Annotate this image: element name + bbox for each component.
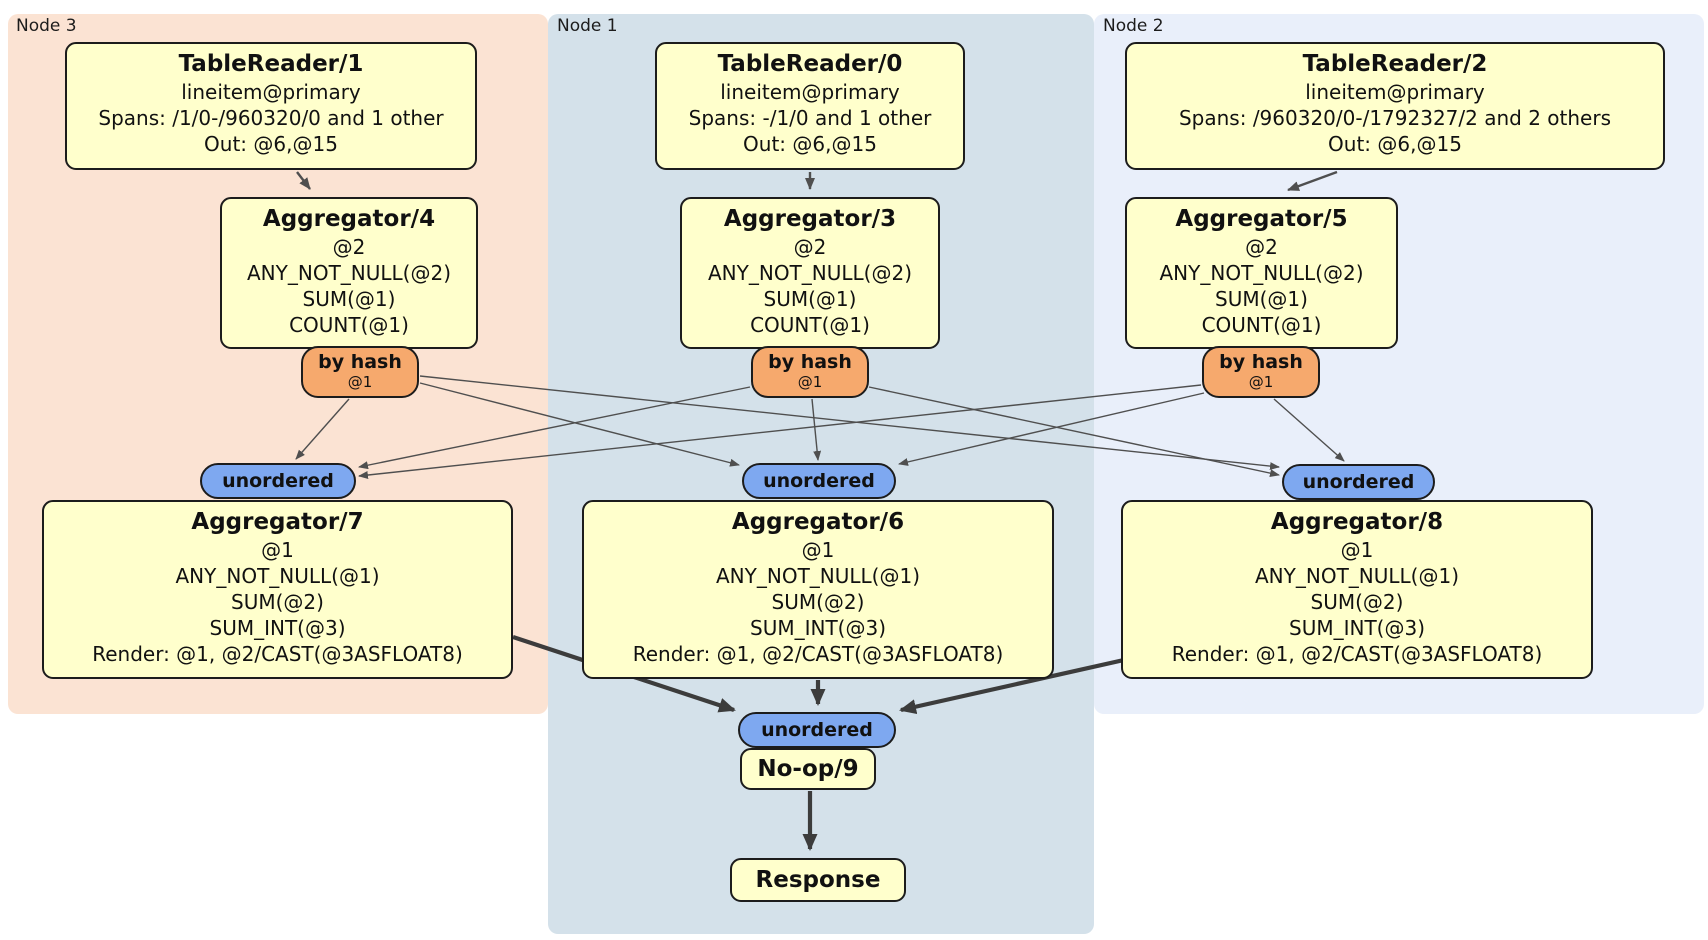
unordered-label: unordered (763, 470, 875, 492)
tablereader-0-spans: Spans: -/1/0 and 1 other (688, 106, 932, 130)
aggregator-7-fn1: ANY_NOT_NULL(@1) (175, 564, 380, 588)
unordered-pill-agg8: unordered (1282, 464, 1435, 500)
aggregator-5-fn3: COUNT(@1) (1201, 313, 1322, 337)
tablereader-1-node: TableReader/1 lineitem@primary Spans: /1… (65, 42, 477, 170)
unordered-pill-noop: unordered (738, 712, 896, 748)
tablereader-2-node: TableReader/2 lineitem@primary Spans: /9… (1125, 42, 1665, 170)
aggregator-7-node: Aggregator/7 @1 ANY_NOT_NULL(@1) SUM(@2)… (42, 500, 513, 679)
tablereader-2-index: lineitem@primary (1305, 80, 1485, 104)
aggregator-8-title: Aggregator/8 (1270, 509, 1444, 535)
aggregator-7-fn2: SUM(@2) (231, 590, 324, 614)
aggregator-3-group: @2 (793, 235, 827, 259)
aggregator-6-node: Aggregator/6 @1 ANY_NOT_NULL(@1) SUM(@2)… (582, 500, 1054, 679)
by-hash-key: @1 (1248, 373, 1274, 391)
unordered-label: unordered (222, 470, 334, 492)
aggregator-3-title: Aggregator/3 (723, 206, 897, 232)
aggregator-6-title: Aggregator/6 (731, 509, 905, 535)
tablereader-1-index: lineitem@primary (181, 80, 361, 104)
aggregator-8-node: Aggregator/8 @1 ANY_NOT_NULL(@1) SUM(@2)… (1121, 500, 1593, 679)
tablereader-0-node: TableReader/0 lineitem@primary Spans: -/… (655, 42, 965, 170)
aggregator-5-group: @2 (1245, 235, 1278, 259)
node2-label: Node 2 (1103, 16, 1164, 36)
by-hash-label: by hash (1219, 351, 1303, 373)
aggregator-8-group: @1 (1340, 538, 1374, 562)
aggregator-6-group: @1 (801, 538, 835, 562)
node3-label: Node 3 (16, 16, 77, 36)
aggregator-6-render: Render: @1, @2/CAST(@3ASFLOAT8) (632, 642, 1004, 666)
unordered-pill-agg6: unordered (742, 463, 896, 499)
noop-9-node: No-op/9 (740, 748, 876, 790)
tablereader-1-title: TableReader/1 (178, 51, 364, 77)
aggregator-4-title: Aggregator/4 (262, 206, 436, 232)
by-hash-key: @1 (347, 373, 373, 391)
tablereader-2-out: Out: @6,@15 (1328, 132, 1462, 156)
aggregator-4-node: Aggregator/4 @2 ANY_NOT_NULL(@2) SUM(@1)… (220, 197, 478, 349)
by-hash-label: by hash (768, 351, 852, 373)
tablereader-0-out: Out: @6,@15 (743, 132, 877, 156)
aggregator-5-fn2: SUM(@1) (1215, 287, 1308, 311)
aggregator-3-node: Aggregator/3 @2 ANY_NOT_NULL(@2) SUM(@1)… (680, 197, 940, 349)
unordered-label: unordered (1302, 471, 1415, 493)
aggregator-8-fn3: SUM_INT(@3) (1289, 616, 1425, 640)
aggregator-3-fn2: SUM(@1) (763, 287, 857, 311)
aggregator-4-fn2: SUM(@1) (302, 287, 396, 311)
by-hash-label: by hash (318, 351, 402, 373)
unordered-pill-agg7: unordered (200, 463, 356, 499)
aggregator-7-group: @1 (261, 538, 294, 562)
aggregator-7-title: Aggregator/7 (191, 509, 364, 535)
tablereader-1-out: Out: @6,@15 (204, 132, 338, 156)
aggregator-5-node: Aggregator/5 @2 ANY_NOT_NULL(@2) SUM(@1)… (1125, 197, 1398, 349)
aggregator-7-render: Render: @1, @2/CAST(@3ASFLOAT8) (92, 642, 463, 666)
aggregator-5-title: Aggregator/5 (1175, 206, 1348, 232)
aggregator-3-fn3: COUNT(@1) (750, 313, 870, 337)
aggregator-8-render: Render: @1, @2/CAST(@3ASFLOAT8) (1171, 642, 1543, 666)
node1-label: Node 1 (557, 16, 618, 36)
by-hash-pill-node3: by hash @1 (301, 346, 419, 398)
aggregator-4-group: @2 (332, 235, 366, 259)
noop-9-title: No-op/9 (757, 756, 859, 782)
aggregator-5-fn1: ANY_NOT_NULL(@2) (1159, 261, 1364, 285)
unordered-label: unordered (761, 719, 873, 741)
tablereader-1-spans: Spans: /1/0-/960320/0 and 1 other (98, 106, 444, 130)
tablereader-2-title: TableReader/2 (1302, 51, 1488, 77)
aggregator-4-fn3: COUNT(@1) (289, 313, 409, 337)
aggregator-3-fn1: ANY_NOT_NULL(@2) (708, 261, 912, 285)
tablereader-0-index: lineitem@primary (720, 80, 900, 104)
tablereader-2-spans: Spans: /960320/0-/1792327/2 and 2 others (1178, 106, 1611, 130)
aggregator-6-fn2: SUM(@2) (771, 590, 865, 614)
tablereader-0-title: TableReader/0 (717, 51, 903, 77)
aggregator-6-fn3: SUM_INT(@3) (750, 616, 886, 640)
aggregator-8-fn2: SUM(@2) (1310, 590, 1404, 614)
by-hash-key: @1 (797, 373, 823, 391)
response-node: Response (730, 858, 906, 902)
response-title: Response (755, 867, 881, 893)
aggregator-7-fn3: SUM_INT(@3) (209, 616, 346, 640)
aggregator-6-fn1: ANY_NOT_NULL(@1) (716, 564, 920, 588)
by-hash-pill-node2: by hash @1 (1202, 346, 1320, 398)
by-hash-pill-node1: by hash @1 (751, 346, 869, 398)
aggregator-4-fn1: ANY_NOT_NULL(@2) (247, 261, 451, 285)
aggregator-8-fn1: ANY_NOT_NULL(@1) (1255, 564, 1459, 588)
